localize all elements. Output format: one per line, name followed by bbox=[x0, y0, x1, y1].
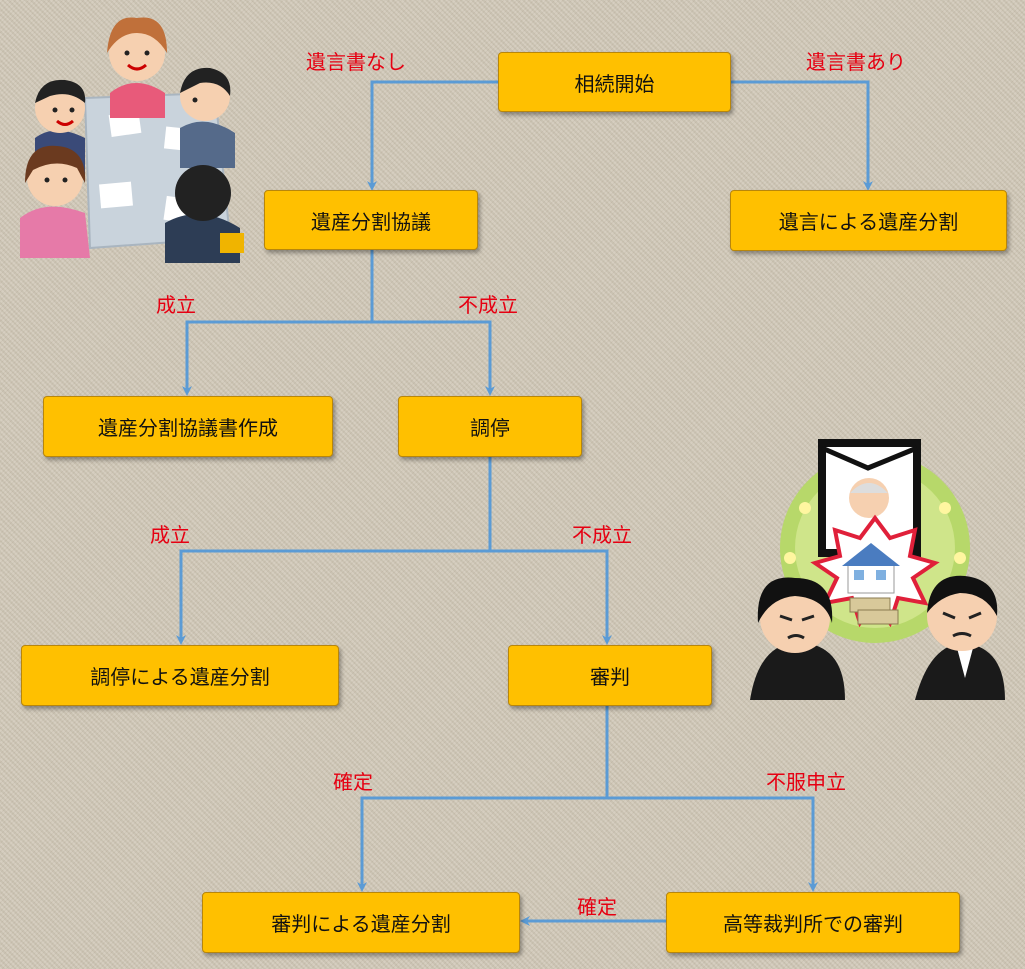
label-adjudication-final: 確定 bbox=[333, 770, 373, 794]
connector-start-to-will-division bbox=[731, 80, 873, 191]
connector-mediation-to-division bbox=[176, 549, 490, 645]
connector-negotiation-to-agreement bbox=[182, 320, 372, 396]
label-negotiation-fail: 不成立 bbox=[458, 293, 518, 317]
connector-start-to-negotiation bbox=[367, 80, 498, 191]
label-mediation-fail: 不成立 bbox=[572, 523, 632, 547]
connector-adjudication-to-high-court bbox=[607, 796, 818, 892]
label-negotiation-success: 成立 bbox=[156, 293, 196, 317]
connector-negotiation-to-mediation bbox=[372, 320, 495, 396]
connector-mediation-to-adjudication bbox=[490, 549, 612, 645]
inheritance-dispute-illustration bbox=[750, 439, 1005, 700]
node-start: 相続開始 bbox=[498, 52, 731, 112]
node-negotiation: 遺産分割協議 bbox=[264, 190, 478, 250]
label-adjudication-appeal: 不服申立 bbox=[766, 770, 846, 794]
node-adjudication-division: 審判による遺産分割 bbox=[202, 892, 520, 953]
node-mediation-division: 調停による遺産分割 bbox=[21, 645, 339, 706]
node-mediation: 調停 bbox=[398, 396, 582, 457]
label-high-court-final: 確定 bbox=[577, 895, 617, 919]
node-adjudication: 審判 bbox=[508, 645, 712, 706]
connector-adjudication-to-division bbox=[357, 796, 607, 892]
node-will-division: 遺言による遺産分割 bbox=[730, 190, 1007, 251]
node-agreement-document: 遺産分割協議書作成 bbox=[43, 396, 333, 457]
label-mediation-success: 成立 bbox=[150, 523, 190, 547]
label-with-will: 遺言書あり bbox=[806, 50, 906, 74]
family-meeting-illustration bbox=[20, 17, 244, 263]
label-no-will: 遺言書なし bbox=[306, 50, 406, 74]
node-high-court: 高等裁判所での審判 bbox=[666, 892, 960, 953]
